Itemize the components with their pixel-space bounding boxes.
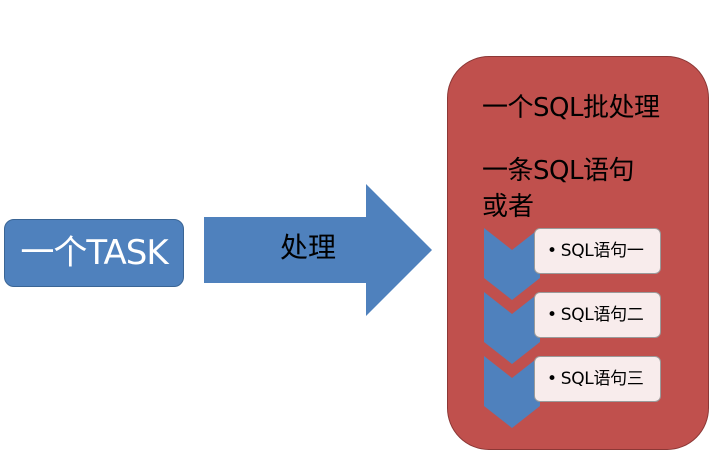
sql-statement-box-2: •SQL语句二 <box>534 292 661 338</box>
sql-statement-box-3: •SQL语句三 <box>534 356 661 402</box>
sql-statement-box-1: •SQL语句一 <box>534 228 661 274</box>
panel-title: 一个SQL批处理 <box>482 93 660 123</box>
bullet: • <box>547 369 557 389</box>
sql-statement-label: SQL语句二 <box>560 305 644 325</box>
task-label: 一个TASK <box>20 233 168 273</box>
chevron-down-icon <box>484 292 540 364</box>
sql-statement-label: SQL语句一 <box>560 241 644 261</box>
process-arrow <box>204 184 432 316</box>
panel-subtitle-line2: 或者 <box>482 192 535 222</box>
panel-subtitle-line1: 一条SQL语句 <box>482 156 634 186</box>
sql-statement-label: SQL语句三 <box>560 369 644 389</box>
chevron-down-icon <box>484 228 540 300</box>
task-box: 一个TASK <box>4 219 184 287</box>
process-arrow-label: 处理 <box>280 231 337 264</box>
bullet: • <box>547 241 557 261</box>
chevron-down-icon <box>484 356 540 428</box>
process-arrow-shape <box>204 184 432 316</box>
bullet: • <box>547 305 557 325</box>
